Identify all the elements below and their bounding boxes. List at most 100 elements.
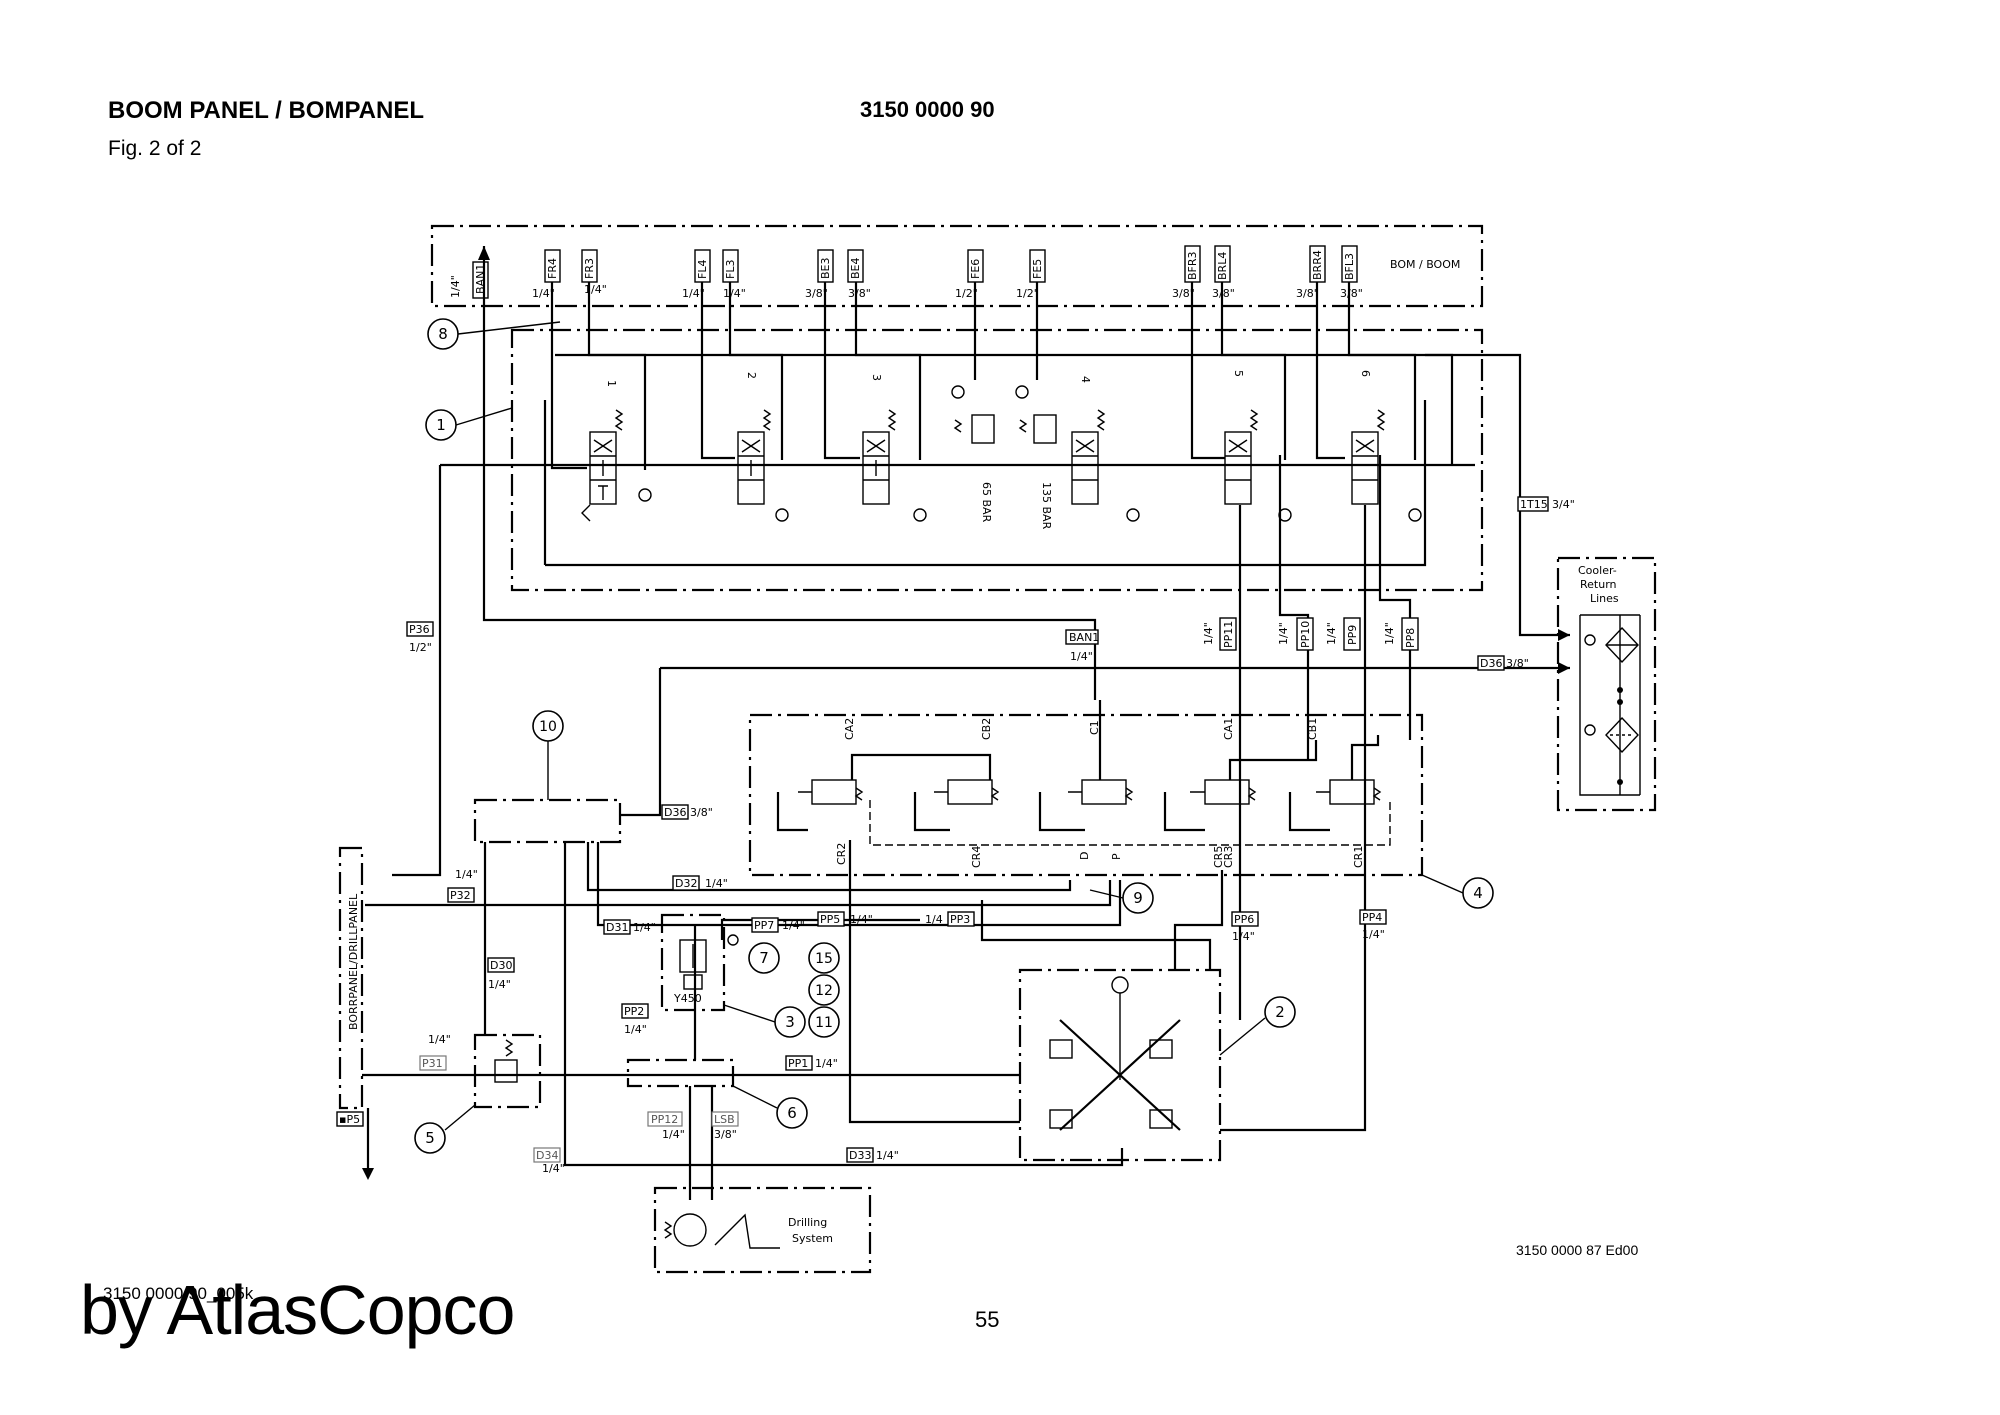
pressure-valve-5 xyxy=(494,1039,518,1083)
callout-7-circle xyxy=(748,942,780,974)
line-p5-label: ▪P5 xyxy=(339,1113,360,1126)
document-number: 3150 0000 90 xyxy=(860,97,995,122)
port-ban1-size: 1/4" xyxy=(449,275,462,298)
line-d36-tag xyxy=(1477,655,1505,671)
valve-section-5: 5 xyxy=(1224,370,1292,522)
line-pp7-tag xyxy=(751,917,779,933)
brand-watermark: by AtlasCopco xyxy=(80,1271,515,1349)
section-2-label: 2 xyxy=(745,372,758,379)
port-fl3-label: FL3 xyxy=(724,260,737,279)
callout-6-circle xyxy=(776,1097,808,1129)
cooler-label-1: Cooler- xyxy=(1578,564,1617,577)
line-pp1-tag xyxy=(785,1055,813,1071)
line-pp7-label: PP7 xyxy=(754,919,774,932)
line-ban1-tag xyxy=(1065,629,1099,645)
shuttle-p: P xyxy=(1110,853,1123,860)
port-fr3-size: 1/4" xyxy=(584,283,607,296)
line-d30-label: D30 xyxy=(490,959,512,972)
page-number: 55 xyxy=(975,1307,1000,1332)
line-1t15-size: 3/4" xyxy=(1552,498,1575,511)
line-pp12-tag xyxy=(647,1111,683,1127)
line-p36-label: P36 xyxy=(409,623,430,636)
figure-caption: Fig. 2 of 2 xyxy=(108,137,202,160)
line-d33-size: 1/4" xyxy=(876,1149,899,1162)
port-bfl3-size: 3/8" xyxy=(1340,287,1363,300)
line-d36b-label: D36 xyxy=(664,806,686,819)
line-d36b-size: 3/8" xyxy=(690,806,713,819)
boom-frame-label: BOM / BOOM xyxy=(1390,258,1460,271)
shuttle-cr4: CR4 xyxy=(970,846,983,868)
line-pp4-size: 1/4" xyxy=(1362,928,1385,941)
callout-11-circle xyxy=(808,1006,840,1038)
port-fr4-size: 1/4" xyxy=(532,287,555,300)
port-fe6-label: FE6 xyxy=(969,259,982,279)
callout-7: 7 xyxy=(759,949,769,967)
line-pp5-tag xyxy=(817,911,845,927)
valve-block-frame xyxy=(510,328,1484,592)
line-d30-tag xyxy=(487,957,515,973)
port-pp9-label: PP9 xyxy=(1346,625,1359,645)
line-p32-size: 1/4" xyxy=(455,868,478,881)
port-fr3-label: FR3 xyxy=(583,258,596,279)
line-p32-label: P32 xyxy=(450,889,471,902)
line-d34-tag xyxy=(533,1147,561,1163)
line-pp1-size: 1/4" xyxy=(815,1057,838,1070)
line-1t15-tag xyxy=(1517,496,1549,512)
line-d31-tag xyxy=(603,919,631,935)
line-pp4-tag xyxy=(1359,909,1387,925)
valve-section-4: 4 xyxy=(1071,376,1140,522)
line-pp12-size: 1/4" xyxy=(662,1128,685,1141)
port-pp9-size: 1/4" xyxy=(1325,622,1338,645)
callout-1: 1 xyxy=(436,416,446,434)
line-1t15-label: 1T15 xyxy=(1520,498,1548,511)
line-d33-tag xyxy=(846,1147,874,1163)
shuttle-cr3: CR3 xyxy=(1222,846,1235,868)
port-be4-label: BE4 xyxy=(849,258,862,280)
line-pp6-label: PP6 xyxy=(1234,913,1254,926)
section-5-label: 5 xyxy=(1232,370,1245,377)
valve-section-2: 2 xyxy=(737,372,789,522)
line-d36-size: 3/8" xyxy=(1506,657,1529,670)
port-fr4-label: FR4 xyxy=(546,258,559,279)
port-be4-size: 3/8" xyxy=(848,287,871,300)
joystick-valve xyxy=(1049,976,1181,1131)
line-pp3-size: 1/4 xyxy=(925,913,943,926)
line-pp7-size: 1/4" xyxy=(782,919,805,932)
port-pp11-size: 1/4" xyxy=(1202,622,1215,645)
port-pp9 xyxy=(1343,617,1361,651)
joystick-2-frame xyxy=(1018,968,1222,1162)
line-pp1-label: PP1 xyxy=(788,1057,808,1070)
valve-section-6: 6 xyxy=(1351,370,1422,522)
line-pp3-label: PP3 xyxy=(950,913,970,926)
port-pp10-label: PP10 xyxy=(1299,621,1312,648)
drilling-label-1: Drilling xyxy=(788,1216,827,1229)
port-pp8 xyxy=(1401,617,1419,651)
shuttle-cb2: CB2 xyxy=(980,718,993,740)
line-d30-size: 1/4" xyxy=(488,978,511,991)
callout-8: 8 xyxy=(438,325,448,343)
callout-12-circle xyxy=(808,974,840,1006)
solenoid-valve-y450: Y450 xyxy=(673,934,739,1005)
port-fl4-size: 1/4" xyxy=(682,287,705,300)
cooler-label-2: Return xyxy=(1580,578,1617,591)
port-pp10-size: 1/4" xyxy=(1277,622,1290,645)
line-ban1-size: 1/4" xyxy=(1070,650,1093,663)
pressure-reducers: 65 BAR 135 BAR xyxy=(951,385,1057,530)
line-d32-label: D32 xyxy=(675,877,697,890)
port-brl4-label: BRL4 xyxy=(1216,252,1229,280)
port-pp8-label: PP8 xyxy=(1404,628,1417,648)
port-brr4-label: BRR4 xyxy=(1311,250,1324,280)
drilling-system: Drilling System xyxy=(663,1213,833,1249)
callout-3: 3 xyxy=(785,1013,795,1031)
line-lsb-tag xyxy=(711,1111,739,1127)
line-p32-tag xyxy=(447,887,475,903)
line-lsb-size: 3/8" xyxy=(714,1128,737,1141)
shuttle-valve-block: CA2 CB2 C1 CA1 CB1 CR2 CR4 D P CR5 CR3 C xyxy=(776,700,1391,868)
line-d34-size: 1/4" xyxy=(542,1162,565,1175)
drawing-number: 3150 0000 87 Ed00 xyxy=(1516,1242,1639,1258)
manifold-10-frame xyxy=(473,798,622,844)
pressure-65-label: 65 BAR xyxy=(980,482,993,523)
callout-5-circle xyxy=(414,1122,446,1154)
port-bfl3-label: BFL3 xyxy=(1343,253,1356,280)
